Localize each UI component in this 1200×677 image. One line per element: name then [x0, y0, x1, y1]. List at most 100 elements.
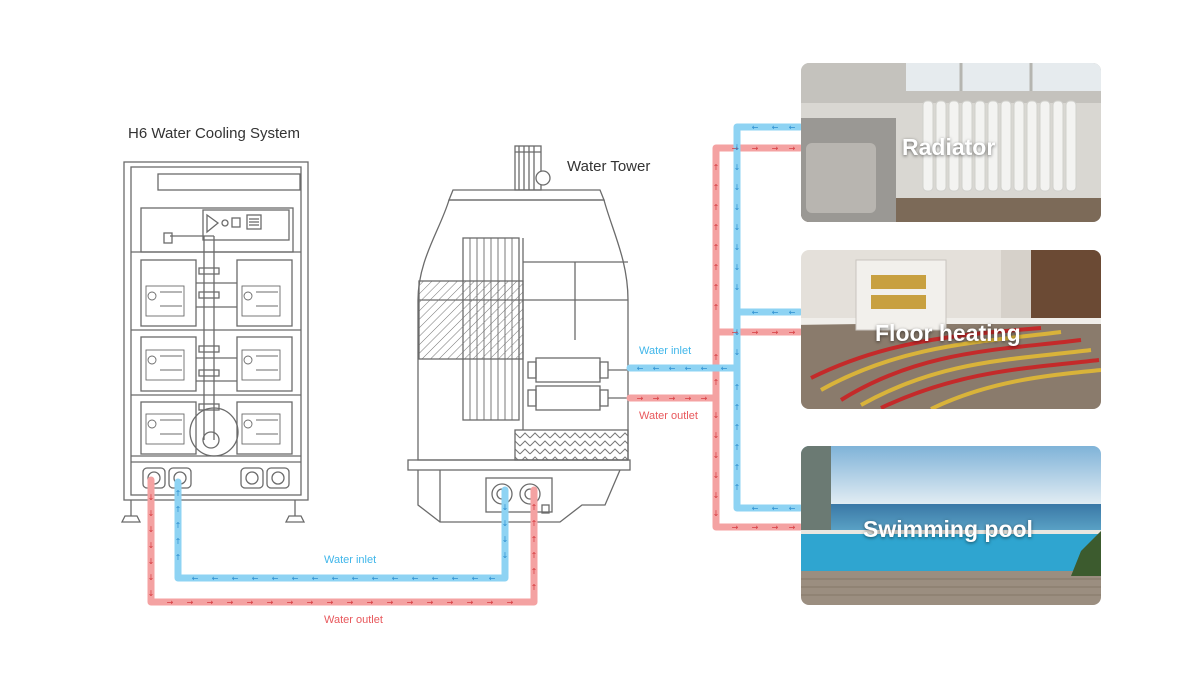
svg-text:→: → [637, 394, 644, 403]
svg-text:←: ← [352, 574, 359, 583]
water-tower-title: Water Tower [567, 158, 651, 175]
svg-text:↓: ↓ [734, 203, 741, 212]
svg-text:→: → [789, 523, 796, 532]
svg-text:↑: ↑ [734, 483, 741, 492]
svg-text:↑: ↑ [175, 537, 182, 546]
svg-text:→: → [653, 394, 660, 403]
svg-text:↑: ↑ [734, 383, 741, 392]
floor-heating-image [801, 250, 1101, 409]
svg-text:↑: ↑ [713, 378, 720, 387]
floor-heating-card: Floor heating [801, 250, 1101, 409]
svg-text:→: → [789, 144, 796, 153]
floor-heating-title: Floor heating [875, 320, 1021, 346]
svg-text:↓: ↓ [148, 509, 155, 518]
svg-text:←: ← [685, 364, 692, 373]
svg-text:↓: ↓ [148, 541, 155, 550]
svg-text:↑: ↑ [734, 403, 741, 412]
svg-text:↑: ↑ [531, 535, 538, 544]
flow-arrows: ↓↓↓↓↓↓↓ →→→→→→→→→→→→→→→→→→ ↑↑↑↑↑↑ →→→→→ … [148, 123, 796, 607]
svg-text:↓: ↓ [713, 509, 720, 518]
bottom-inlet-label: Water inlet [324, 554, 377, 566]
svg-text:↓: ↓ [734, 163, 741, 172]
svg-text:←: ← [192, 574, 199, 583]
svg-text:←: ← [637, 364, 644, 373]
svg-text:↑: ↑ [531, 551, 538, 560]
pipes [147, 123, 804, 606]
svg-text:←: ← [372, 574, 379, 583]
svg-text:←: ← [312, 574, 319, 583]
svg-text:←: ← [721, 364, 728, 373]
bottom-inlet-pipe [174, 478, 509, 582]
svg-text:→: → [752, 328, 759, 337]
svg-text:↑: ↑ [713, 183, 720, 192]
svg-text:→: → [167, 598, 174, 607]
svg-text:↓: ↓ [148, 573, 155, 582]
svg-text:↓: ↓ [148, 589, 155, 598]
svg-text:↑: ↑ [734, 423, 741, 432]
right-outlet-label: Water outlet [639, 410, 698, 422]
h6-system-title: H6 Water Cooling System [128, 125, 301, 142]
swimming-pool-card: Swimming pool [801, 446, 1101, 605]
svg-text:→: → [487, 598, 494, 607]
svg-text:↑: ↑ [713, 203, 720, 212]
svg-text:↓: ↓ [713, 431, 720, 440]
svg-text:←: ← [412, 574, 419, 583]
svg-text:→: → [467, 598, 474, 607]
svg-text:↑: ↑ [734, 463, 741, 472]
svg-text:←: ← [392, 574, 399, 583]
svg-text:←: ← [653, 364, 660, 373]
svg-text:→: → [347, 598, 354, 607]
svg-text:↓: ↓ [713, 451, 720, 460]
svg-text:↑: ↑ [734, 443, 741, 452]
radiator-title: Radiator [902, 134, 996, 160]
svg-text:→: → [732, 328, 739, 337]
svg-text:←: ← [789, 504, 796, 513]
svg-text:↑: ↑ [713, 303, 720, 312]
svg-text:←: ← [772, 308, 779, 317]
svg-text:↓: ↓ [734, 183, 741, 192]
svg-text:←: ← [789, 308, 796, 317]
svg-text:↓: ↓ [148, 557, 155, 566]
svg-text:↓: ↓ [734, 283, 741, 292]
svg-text:↑: ↑ [175, 521, 182, 530]
svg-text:↑: ↑ [713, 353, 720, 362]
svg-text:→: → [407, 598, 414, 607]
svg-text:↑: ↑ [175, 489, 182, 498]
svg-text:→: → [227, 598, 234, 607]
svg-text:↓: ↓ [734, 243, 741, 252]
svg-text:→: → [669, 394, 676, 403]
svg-text:→: → [307, 598, 314, 607]
svg-text:→: → [772, 328, 779, 337]
svg-text:→: → [447, 598, 454, 607]
svg-text:←: ← [472, 574, 479, 583]
svg-text:↑: ↑ [531, 583, 538, 592]
svg-text:→: → [701, 394, 708, 403]
svg-text:↑: ↑ [713, 243, 720, 252]
svg-text:←: ← [332, 574, 339, 583]
svg-text:←: ← [752, 504, 759, 513]
svg-text:→: → [327, 598, 334, 607]
svg-text:↓: ↓ [502, 535, 509, 544]
svg-text:→: → [752, 144, 759, 153]
svg-text:→: → [187, 598, 194, 607]
svg-text:↓: ↓ [713, 411, 720, 420]
svg-text:→: → [772, 144, 779, 153]
svg-text:→: → [685, 394, 692, 403]
svg-text:→: → [387, 598, 394, 607]
svg-text:↓: ↓ [713, 471, 720, 480]
svg-text:↓: ↓ [734, 348, 741, 357]
svg-text:↓: ↓ [148, 493, 155, 502]
svg-text:→: → [772, 523, 779, 532]
svg-text:↑: ↑ [531, 519, 538, 528]
svg-text:↓: ↓ [734, 328, 741, 337]
svg-text:↓: ↓ [502, 503, 509, 512]
svg-text:→: → [207, 598, 214, 607]
svg-text:←: ← [432, 574, 439, 583]
svg-text:→: → [752, 523, 759, 532]
svg-text:↓: ↓ [502, 551, 509, 560]
svg-text:←: ← [789, 123, 796, 132]
svg-text:←: ← [292, 574, 299, 583]
bottom-outlet-pipe [147, 476, 538, 606]
svg-text:→: → [789, 328, 796, 337]
svg-text:←: ← [489, 574, 496, 583]
